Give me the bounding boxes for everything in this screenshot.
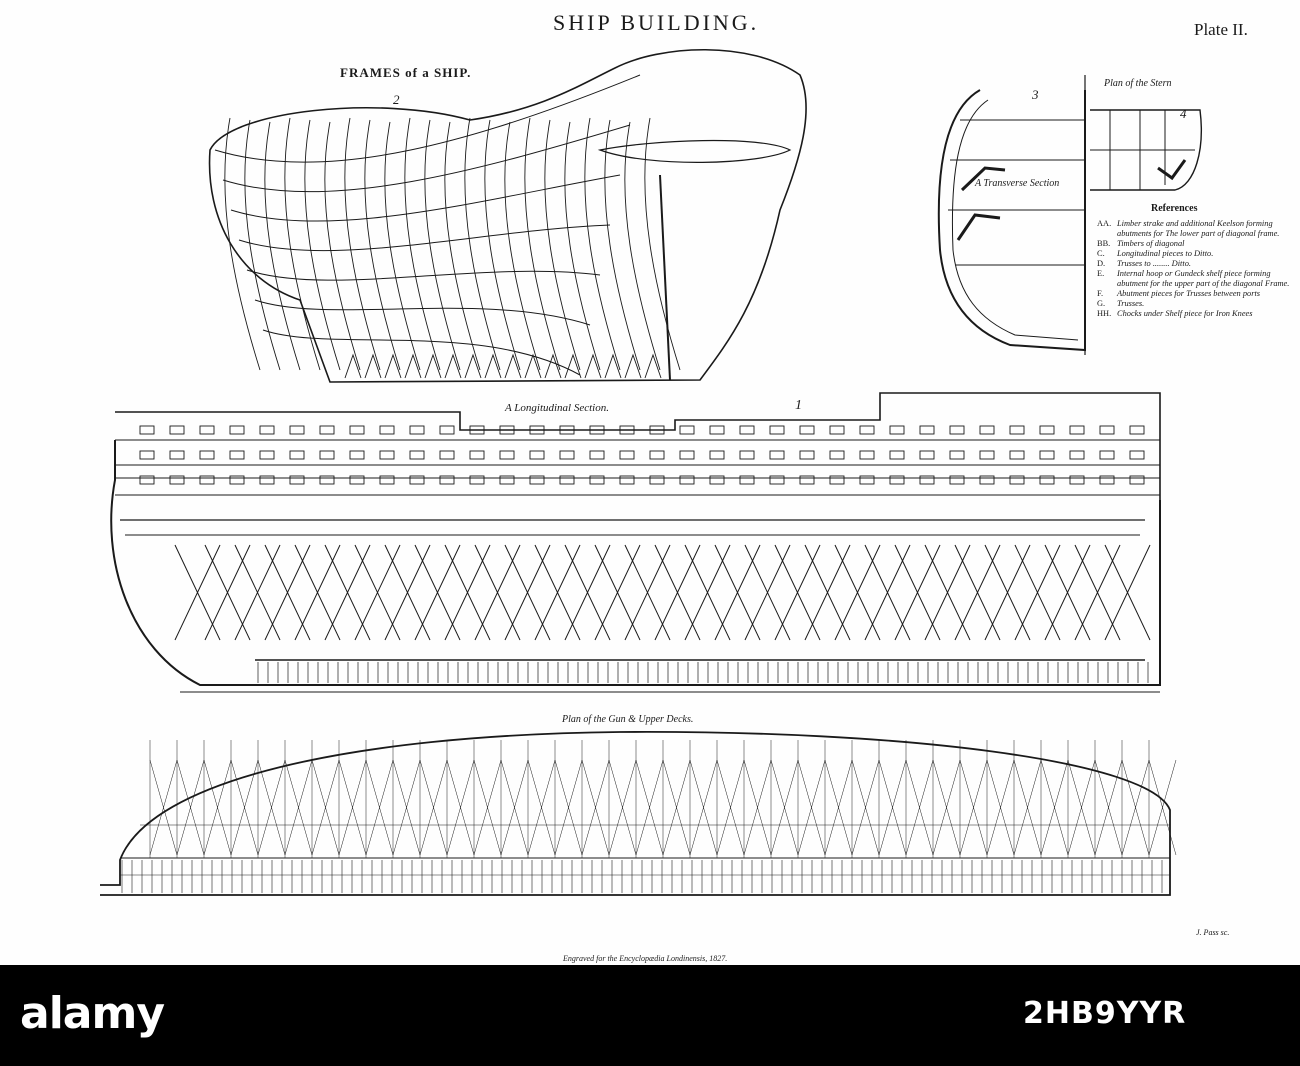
figure-2-number: 2 bbox=[393, 92, 400, 107]
hull-profile bbox=[110, 440, 1161, 686]
deck-outline bbox=[100, 731, 1171, 896]
reference-key: G. bbox=[1097, 299, 1106, 308]
reference-text: Trusses to ........ Ditto. bbox=[1117, 259, 1191, 268]
reference-text: Internal hoop or Gundeck shelf piece for… bbox=[1117, 269, 1290, 288]
figure-4-number: 4 bbox=[1180, 106, 1187, 121]
deck-plan-drawing bbox=[100, 731, 1177, 896]
engraver-credit: J. Pass sc. bbox=[1196, 928, 1230, 937]
reference-text: Longitudinal pieces to Ditto. bbox=[1117, 249, 1214, 258]
plate-title: SHIP BUILDING. bbox=[553, 10, 760, 35]
imprint-line: Engraved for the Encyclopædia Londinensi… bbox=[563, 954, 728, 963]
engraving-artwork bbox=[100, 48, 1202, 896]
watermark-brand: alamy bbox=[20, 988, 165, 1039]
stern-plan-caption: Plan of the Stern bbox=[1104, 78, 1172, 89]
reference-item: BB. Timbers of diagonal bbox=[1097, 239, 1292, 249]
reference-text: Limber strake and additional Keelson for… bbox=[1117, 219, 1280, 238]
reference-key: HH. bbox=[1097, 309, 1112, 318]
reference-text: Trusses. bbox=[1117, 299, 1145, 308]
transverse-section-caption: A Transverse Section bbox=[975, 178, 1060, 189]
reference-key: D. bbox=[1097, 259, 1106, 268]
reference-key: AA. bbox=[1097, 219, 1112, 228]
longitudinal-section-caption: A Longitudinal Section. bbox=[505, 402, 609, 414]
frames-of-ship-drawing bbox=[208, 48, 807, 383]
references-title: References bbox=[1151, 203, 1198, 214]
reference-key: F. bbox=[1097, 289, 1104, 298]
references-list: AA. Limber strake and additional Keelson … bbox=[1097, 219, 1292, 319]
reference-item: AA. Limber strake and additional Keelson … bbox=[1097, 219, 1292, 239]
stern-post bbox=[659, 174, 671, 381]
reference-key: E. bbox=[1097, 269, 1105, 278]
reference-item: E. Internal hoop or Gundeck shelf piece f… bbox=[1097, 269, 1292, 289]
reference-item: D. Trusses to ........ Ditto. bbox=[1097, 259, 1292, 269]
plate-number: Plate II. bbox=[1194, 20, 1248, 39]
reference-key: C. bbox=[1097, 249, 1105, 258]
watermark-image-id: 2HB9YYR bbox=[1023, 996, 1187, 1031]
deck-plan-caption: Plan of the Gun & Upper Decks. bbox=[562, 714, 694, 725]
reference-text: Chocks under Shelf piece for Iron Knees bbox=[1117, 309, 1253, 318]
section-inner bbox=[951, 99, 1079, 341]
figure-3-number: 3 bbox=[1032, 87, 1039, 102]
reference-item: C. Longitudinal pieces to Ditto. bbox=[1097, 249, 1292, 259]
reference-item: HH. Chocks under Shelf piece for Iron Kne… bbox=[1097, 309, 1292, 319]
transverse-section-drawing bbox=[937, 75, 1202, 355]
section-hull bbox=[937, 89, 1086, 352]
upper-rail bbox=[115, 392, 1161, 500]
figure-1-number: 1 bbox=[795, 398, 802, 413]
reference-text: Timbers of diagonal bbox=[1117, 239, 1185, 248]
longitudinal-section-drawing bbox=[110, 392, 1161, 693]
reference-text: Abutment pieces for Trusses between port… bbox=[1117, 289, 1261, 298]
stern-platform bbox=[597, 139, 792, 163]
watermark-band bbox=[0, 965, 1300, 1066]
stern-plan-drawing bbox=[1090, 109, 1202, 191]
frames-title: FRAMES of a SHIP. bbox=[340, 65, 472, 80]
reference-item: F. Abutment pieces for Trusses between po… bbox=[1097, 289, 1292, 299]
reference-item: G. Trusses. bbox=[1097, 299, 1292, 309]
engraved-plate: SHIP BUILDING. Plate II. FRAMES of a SHI… bbox=[100, 10, 1292, 963]
reference-key: BB. bbox=[1097, 239, 1111, 248]
hull-outline bbox=[208, 48, 807, 383]
